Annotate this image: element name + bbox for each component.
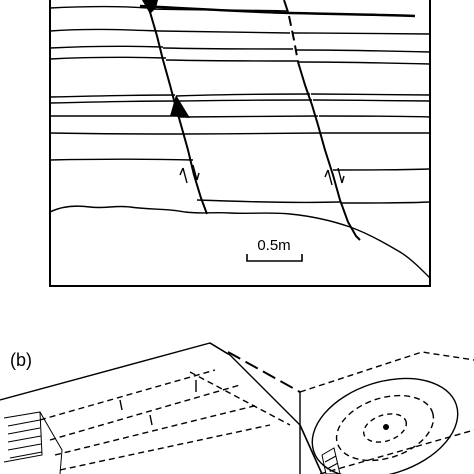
fault-right <box>297 61 361 241</box>
stereonet-box <box>299 351 474 474</box>
top-surface-line <box>139 4 291 15</box>
hatch-end <box>3 411 63 474</box>
ellipse-hatch <box>321 447 341 474</box>
panel-a-frame <box>49 0 431 287</box>
bedding-right <box>289 11 431 204</box>
scale-bar-label: 0.5m <box>257 237 290 254</box>
ellipse-inner <box>362 413 408 443</box>
fault-right-upper <box>283 0 289 13</box>
block-top-face <box>0 342 301 426</box>
bedding-middle <box>149 8 341 204</box>
scale-bar <box>246 254 303 262</box>
block-dashed-lines <box>39 369 291 471</box>
panel-a <box>49 0 431 287</box>
projection-line-upper <box>227 351 301 393</box>
panel-b-label: (b) <box>10 350 32 370</box>
ellipse-middle <box>335 394 435 462</box>
projection-line-lower <box>299 424 323 474</box>
panel-b <box>0 342 474 474</box>
ellipse-center-dot <box>383 424 389 430</box>
ground-profile <box>49 205 431 279</box>
block-ticks <box>119 380 197 426</box>
shear-arrows-left <box>179 164 200 184</box>
fault-wedge-mid <box>170 95 190 118</box>
shear-arrows-right <box>324 167 345 186</box>
ellipse-outer <box>311 377 459 474</box>
fault-wedge-top <box>142 0 158 14</box>
bedding-left <box>49 5 194 161</box>
fault-right-dashed <box>288 15 299 63</box>
block-top-edge <box>209 342 229 355</box>
